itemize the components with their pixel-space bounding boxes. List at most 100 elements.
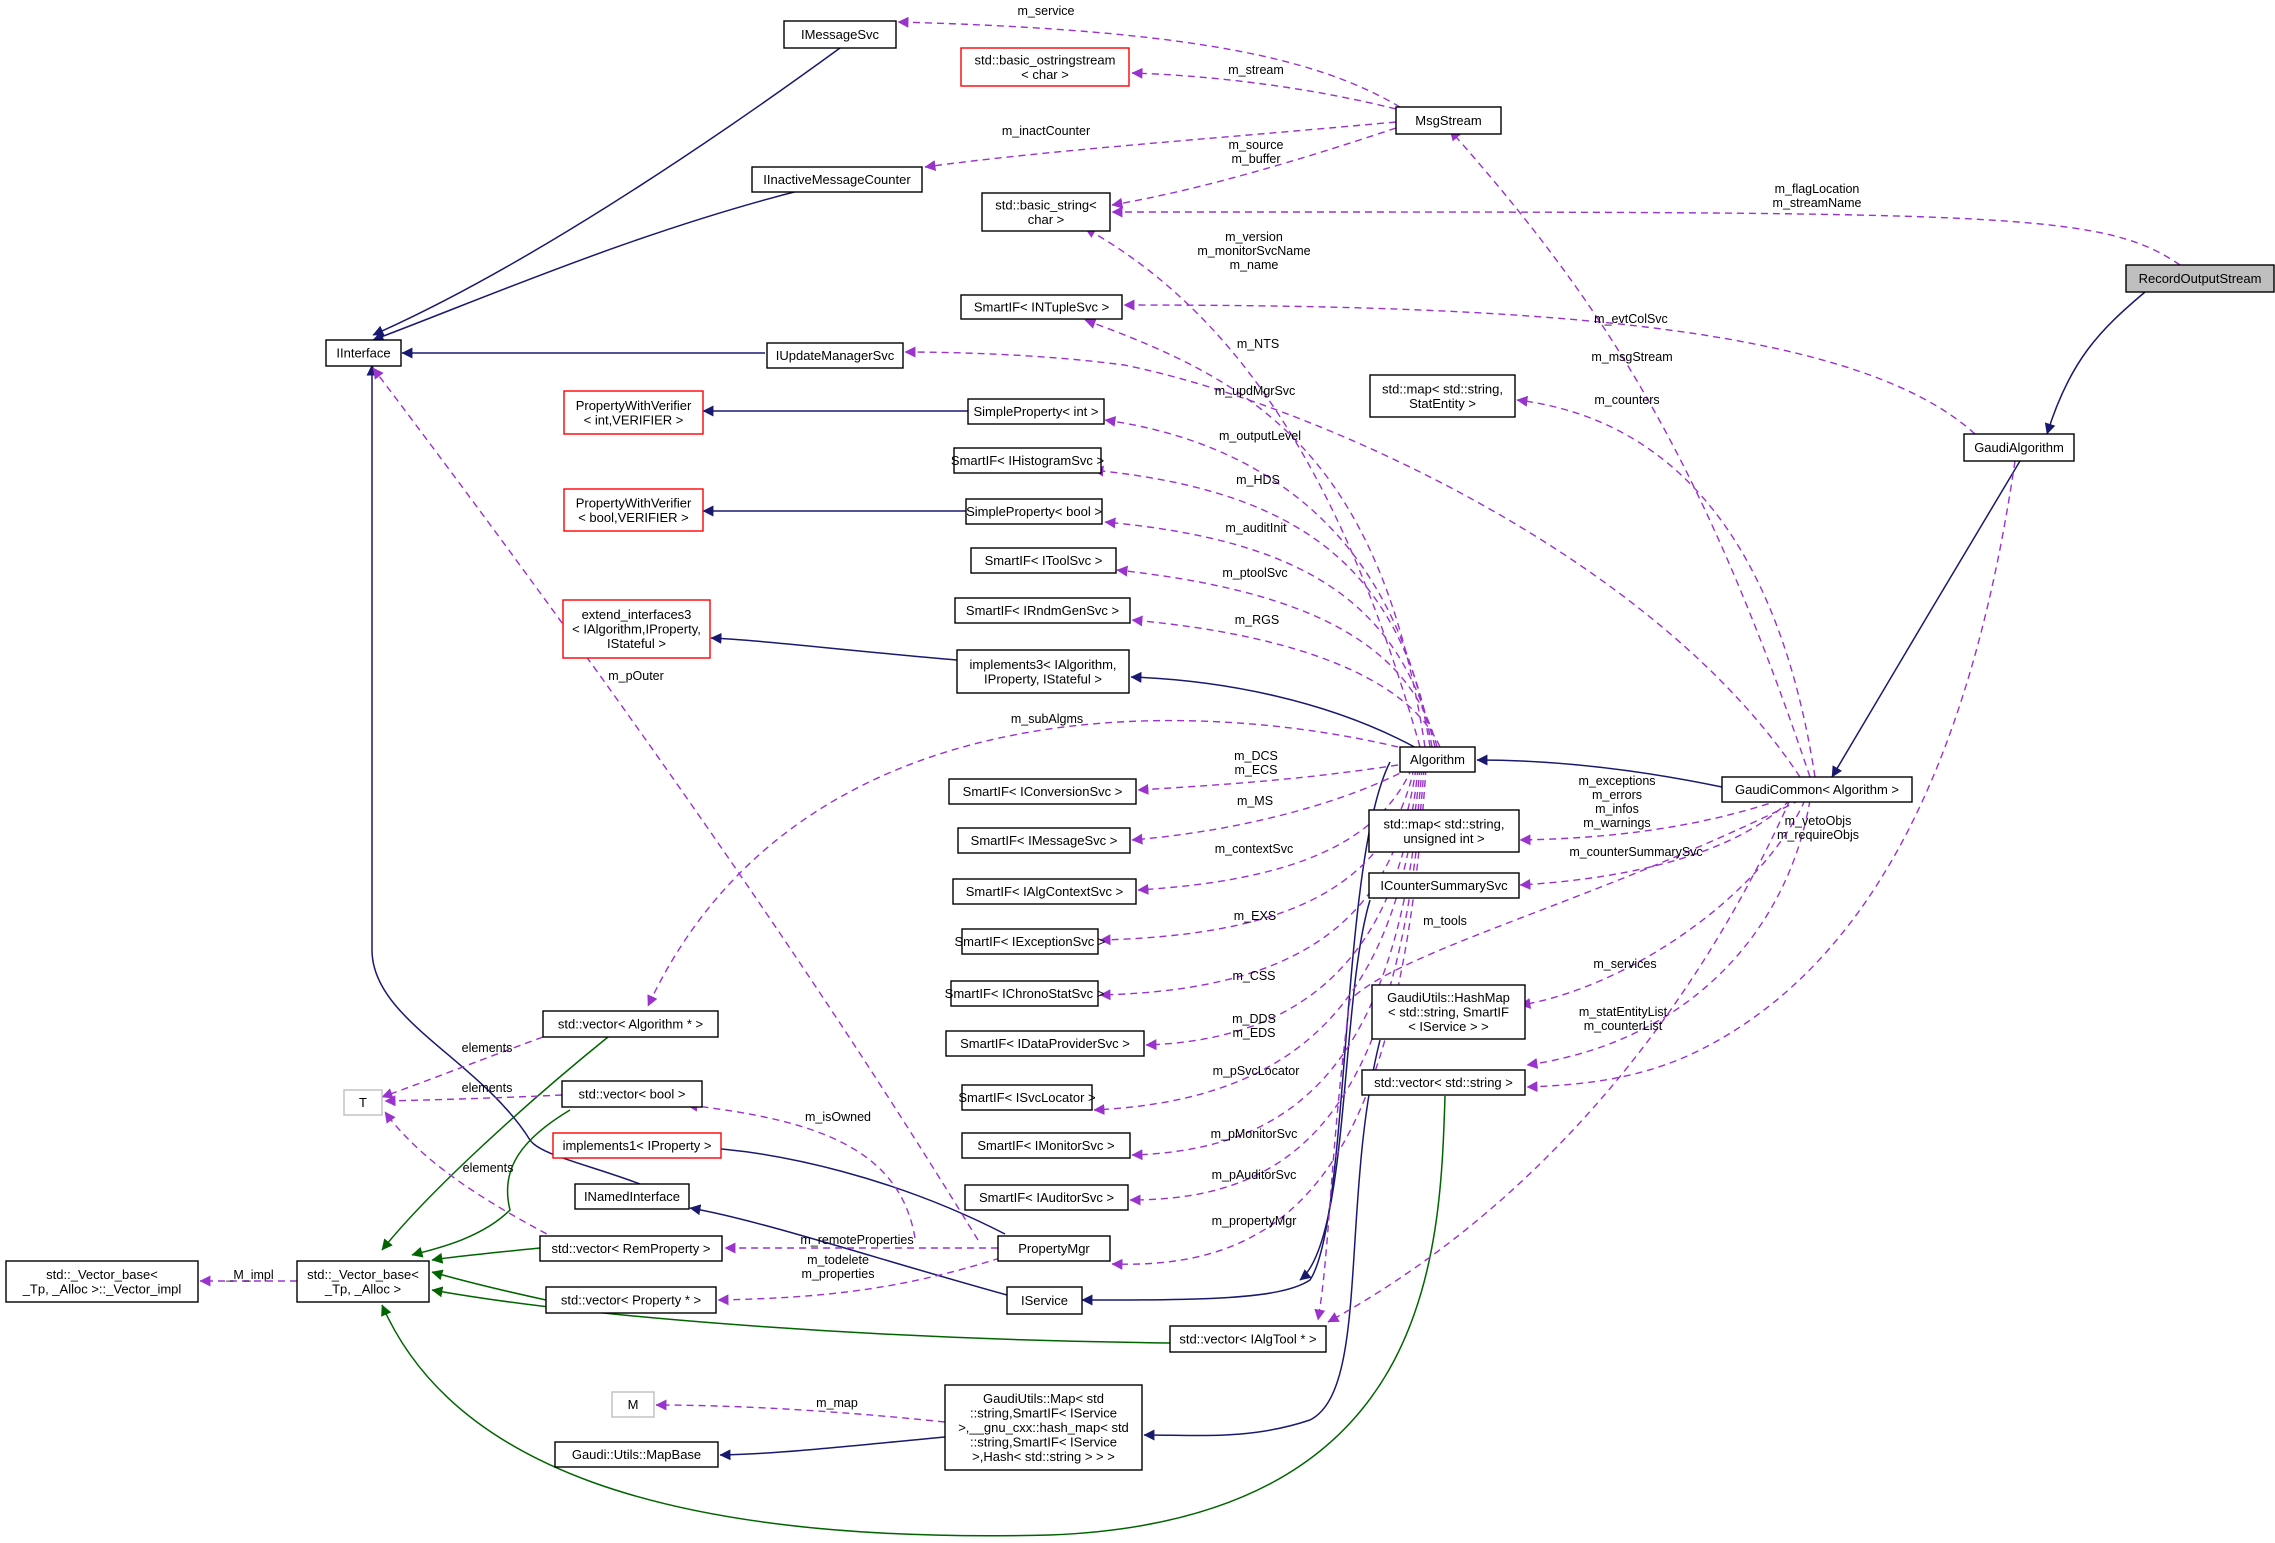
edge-label-m-tools: m_tools <box>1423 914 1467 928</box>
node-icountersummarysvc[interactable]: ICounterSummarySvc <box>1368 872 1520 899</box>
node-vector-string[interactable]: std::vector< std::string > <box>1361 1069 1526 1096</box>
node-box <box>751 166 923 193</box>
node-vector-base-impl[interactable]: std::_Vector_base<_Tp, _Alloc >::_Vector… <box>5 1260 199 1303</box>
node-vector-remproperty[interactable]: std::vector< RemProperty > <box>539 1235 723 1262</box>
node-box <box>1395 106 1502 135</box>
node-implements3[interactable]: implements3< IAlgorithm,IProperty, IStat… <box>956 649 1130 694</box>
edge-m-exs <box>1099 767 1415 946</box>
edge-label-m-exceptions: m_infos <box>1595 802 1639 816</box>
node-label: < char > <box>1021 67 1069 82</box>
node-gaudiutils-map[interactable]: GaudiUtils::Map< std::string,SmartIF< IS… <box>944 1384 1143 1471</box>
edge-label-m-map: m_map <box>816 1396 858 1410</box>
node-iinterface[interactable]: IInterface <box>325 339 402 367</box>
node-smartif-iauditorsvc[interactable]: SmartIF< IAuditorSvc > <box>964 1184 1129 1211</box>
node-basic-ostringstream[interactable]: std::basic_ostringstream< char > <box>960 47 1130 87</box>
edge-vectorproperty-vectorbase <box>431 1269 547 1301</box>
node-box <box>343 1089 383 1116</box>
node-box <box>561 1080 703 1108</box>
node-label: ICounterSummarySvc <box>1380 878 1508 893</box>
edge-label-m-psvclocator: m_pSvcLocator <box>1213 1064 1300 1078</box>
edge-m-counters <box>1516 395 1816 778</box>
node-smartif-imonitorsvc[interactable]: SmartIF< IMonitorSvc > <box>961 1132 1131 1159</box>
node-mapbase[interactable]: Gaudi::Utils::MapBase <box>554 1441 719 1468</box>
node-vector-base[interactable]: std::_Vector_base<_Tp, _Alloc > <box>296 1260 430 1303</box>
node-label: ::string,SmartIF< IService <box>970 1435 1117 1450</box>
node-box <box>950 980 1099 1007</box>
node-box <box>1368 809 1520 853</box>
edge-m-stream <box>1131 67 1397 110</box>
node-simpleproperty-int[interactable]: SimpleProperty< int > <box>967 398 1105 425</box>
node-smartif-intuplesvc[interactable]: SmartIF< INTupleSvc > <box>960 294 1123 320</box>
node-extend-interfaces3[interactable]: extend_interfaces3< IAlgorithm,IProperty… <box>562 599 711 659</box>
node-label: std::_Vector_base< <box>46 1267 158 1282</box>
node-algorithm[interactable]: Algorithm <box>1399 746 1476 773</box>
edge-m-msgstream <box>1449 129 1811 778</box>
node-vector-ialgtool[interactable]: std::vector< IAlgTool * > <box>1169 1325 1327 1353</box>
node-smartif-isvclocator[interactable]: SmartIF< ISvcLocator > <box>958 1084 1096 1111</box>
node-recordoutputstream[interactable]: RecordOutputStream <box>2125 264 2275 293</box>
edge-label-m-dds-eds: m_EDS <box>1232 1026 1275 1040</box>
node-iinactivemessagecounter[interactable]: IInactiveMessageCounter <box>751 166 923 193</box>
node-inamedinterface[interactable]: INamedInterface <box>574 1183 690 1210</box>
node-smartif-idataprovidersvc[interactable]: SmartIF< IDataProviderSvc > <box>945 1030 1145 1057</box>
node-box <box>1721 776 1913 803</box>
edge-m-hds <box>1092 465 1433 748</box>
node-label: IUpdateManagerSvc <box>776 348 895 363</box>
node-smartif-itoolsvc[interactable]: SmartIF< IToolSvc > <box>970 547 1117 574</box>
node-label: < std::string, SmartIF <box>1388 1005 1509 1020</box>
node-label: IStateful > <box>607 636 666 651</box>
node-box <box>1369 374 1516 418</box>
edge-m-updmgrsvc <box>904 346 1801 778</box>
edge-label-m-exs: m_EXS <box>1234 909 1276 923</box>
node-label: std::vector< IAlgTool * > <box>1179 1332 1316 1347</box>
node-propertywithverifier-bool[interactable]: PropertyWithVerifier< bool,VERIFIER > <box>563 488 704 532</box>
edge-m-ptoolsvc <box>1116 565 1438 748</box>
node-box <box>961 1132 1131 1159</box>
node-map-uint[interactable]: std::map< std::string,unsigned int > <box>1368 809 1520 853</box>
edge-m-flaglocation <box>1111 206 2181 266</box>
node-vector-property[interactable]: std::vector< Property * > <box>545 1286 717 1314</box>
node-vector-algorithm[interactable]: std::vector< Algorithm * > <box>542 1010 719 1038</box>
node-hashmap[interactable]: GaudiUtils::HashMap< std::string, SmartI… <box>1371 984 1526 1040</box>
node-box <box>783 20 897 49</box>
node-smartif-ialgcontextsvc[interactable]: SmartIF< IAlgContextSvc > <box>952 878 1137 905</box>
edge-label-m-pmonitorsvc: m_pMonitorSvc <box>1211 1127 1298 1141</box>
edge-label-m-todelete: m_properties <box>802 1267 875 1281</box>
node-smartif-ihistogramsvc[interactable]: SmartIF< IHistogramSvc > <box>951 447 1104 474</box>
node-map-statentity[interactable]: std::map< std::string,StatEntity > <box>1369 374 1516 418</box>
edge-m-todelete <box>717 1257 1001 1306</box>
edge-m-evtcolsvc <box>1123 299 1976 435</box>
node-label: < bool,VERIFIER > <box>578 510 689 525</box>
node-box <box>554 1441 719 1468</box>
edge-m-statentitylist <box>1526 799 1811 1069</box>
node-label: MsgStream <box>1415 113 1481 128</box>
node-propertymgr[interactable]: PropertyMgr <box>997 1235 1111 1262</box>
node-label: char > <box>1028 212 1065 227</box>
node-smartif-irndmgensvc[interactable]: SmartIF< IRndmGenSvc > <box>954 597 1131 624</box>
node-smartif-iconversionsvc[interactable]: SmartIF< IConversionSvc > <box>948 778 1137 805</box>
node-label: SmartIF< IChronoStatSvc > <box>945 986 1105 1001</box>
edge-label-m-version: m_version <box>1225 230 1283 244</box>
node-implements1[interactable]: implements1< IProperty > <box>552 1132 722 1159</box>
node-iservice[interactable]: IService <box>1006 1286 1083 1315</box>
node-msgstream[interactable]: MsgStream <box>1395 106 1502 135</box>
node-label: SmartIF< IAuditorSvc > <box>979 1190 1114 1205</box>
node-smartif-ichronostatsvc[interactable]: SmartIF< IChronoStatSvc > <box>945 980 1105 1007</box>
node-gaudicommon[interactable]: GaudiCommon< Algorithm > <box>1721 776 1913 803</box>
node-imessagesvc[interactable]: IMessageSvc <box>783 20 897 49</box>
edge-gaudiutilsmap-mapbase <box>719 1436 946 1461</box>
node-propertywithverifier-int[interactable]: PropertyWithVerifier< int,VERIFIER > <box>563 390 704 435</box>
node-gaudialgorithm[interactable]: GaudiAlgorithm <box>1963 433 2075 462</box>
node-box <box>1399 746 1476 773</box>
edge-label-m-exceptions: m_errors <box>1592 788 1642 802</box>
node-vector-bool[interactable]: std::vector< bool > <box>561 1080 703 1108</box>
edge-elements-3 <box>384 1111 569 1246</box>
node-basic-string[interactable]: std::basic_string<char > <box>981 192 1111 232</box>
node-iupdatemanagersvc[interactable]: IUpdateManagerSvc <box>766 342 904 369</box>
edge-inamedinterface-iinterface <box>366 364 641 1185</box>
node-smartif-imessagesvc[interactable]: SmartIF< IMessageSvc > <box>957 827 1131 854</box>
node-smartif-iexceptionsvc[interactable]: SmartIF< IExceptionSvc > <box>954 928 1106 955</box>
node-box <box>611 1391 655 1418</box>
node-simpleproperty-bool[interactable]: SimpleProperty< bool > <box>965 498 1103 525</box>
